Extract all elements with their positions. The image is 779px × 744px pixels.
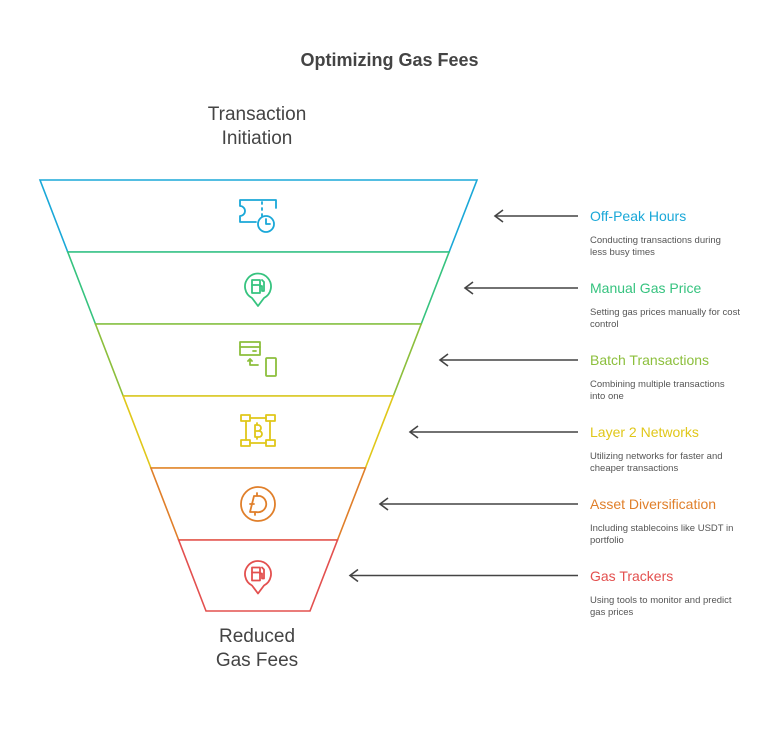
stage-description: Using tools to monitor and predict gas p… (590, 594, 732, 618)
bottom-label-line: Reduced (218, 626, 296, 647)
stage-description: Including stablecoins like USDT in portf… (590, 523, 734, 546)
funnel-stage-5 (149, 467, 367, 541)
stage-label: Batch Transactions (590, 352, 710, 368)
top-label-line: Transaction (207, 104, 307, 125)
top-label: Transaction Initiation (157, 103, 357, 151)
bottom-label: Reduced Gas Fees (157, 625, 357, 673)
arrow-head-icon (348, 568, 359, 583)
arrow-head-icon (408, 425, 419, 439)
gas-pin-icon (244, 272, 272, 307)
funnel-stage-4 (122, 395, 395, 469)
ticket-clock-icon (239, 199, 277, 233)
arrow-head-icon (493, 209, 504, 223)
arrow-head-icon (438, 353, 449, 367)
arrow-head-icon (378, 497, 389, 511)
top-label-line: Initiation (221, 128, 293, 149)
stage-description: Setting gas prices manually for cost con… (590, 307, 740, 330)
funnel-stage-3 (94, 323, 423, 397)
stage-label: Manual Gas Price (590, 280, 702, 296)
funnel-stage-1 (38, 179, 479, 253)
coin-icon (240, 486, 276, 522)
stage-description: Utilizing networks for faster and cheape… (590, 451, 723, 474)
bottom-label-line: Gas Fees (215, 650, 299, 671)
gas-pin-icon (244, 560, 272, 595)
stage-description: Conducting transactions during less busy… (590, 235, 721, 258)
diagram-title: Optimizing Gas Fees (300, 50, 479, 70)
stage-label: Asset Diversification (590, 496, 717, 512)
bitcoin-network-icon (240, 414, 276, 447)
stage-label: Layer 2 Networks (590, 424, 699, 440)
card-phone-icon (239, 341, 277, 377)
stage-label: Gas Trackers (590, 567, 674, 584)
stage-description: Combining multiple transactions into one (590, 379, 725, 402)
stage-label: Off-Peak Hours (590, 208, 687, 224)
funnel-stage-2 (66, 251, 451, 325)
funnel-stage-6 (177, 539, 339, 612)
arrow-head-icon (463, 281, 474, 295)
